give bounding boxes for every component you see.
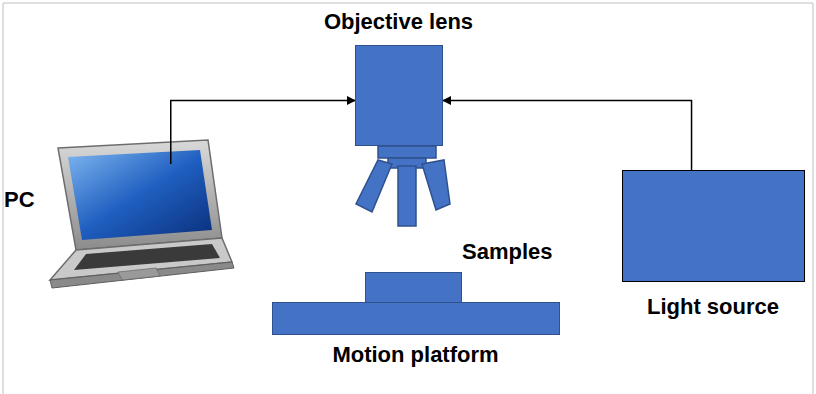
- lens-nosepiece: [356, 146, 450, 226]
- frame-line: [3, 3, 813, 4]
- frame-line: [813, 3, 814, 394]
- diagram-node: Motion platform: [272, 302, 560, 335]
- frame-line: [3, 3, 4, 394]
- node-label: Light source: [647, 295, 779, 319]
- connector-arrow: [443, 101, 692, 170]
- laptop-illustration: [50, 140, 234, 288]
- node-label: PC: [4, 188, 35, 212]
- diagram-node: Light source: [622, 170, 805, 282]
- node-label: Objective lens: [324, 10, 473, 34]
- diagram-node: PC: [48, 140, 234, 290]
- diagram-node: Samples: [365, 272, 462, 303]
- connector-arrow: [171, 101, 355, 164]
- node-label: Motion platform: [332, 343, 498, 367]
- diagram-node: Objective lens: [355, 45, 443, 146]
- node-label: Samples: [462, 240, 553, 264]
